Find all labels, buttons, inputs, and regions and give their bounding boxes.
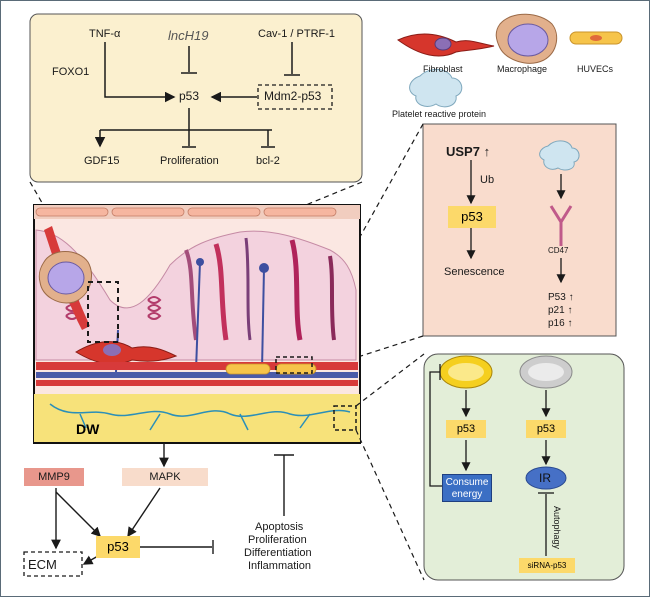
dw-label: DW [76, 421, 100, 437]
consume-energy-box: Consume energy [442, 474, 492, 502]
consume-energy-label: Consume energy [445, 477, 489, 500]
green-p53-left-box: p53 [446, 420, 486, 438]
green-pathway-panel [423, 353, 625, 581]
usp7-label: USP7 ↑ [446, 144, 491, 159]
proliferation-label: Proliferation [160, 155, 219, 167]
cd47-receptor-icon [549, 205, 573, 246]
sirna-p53-label: siRNA-p53 [527, 561, 567, 570]
bottom-p53-box: p53 [96, 536, 140, 558]
sirna-p53-box: siRNA-p53 [519, 558, 575, 573]
senescent-cell-icon [519, 355, 573, 389]
p53-up-label: P53 ↑ [548, 292, 574, 303]
green-p53-right-box: p53 [526, 420, 566, 438]
bottom-proliferation-label: Proliferation [248, 534, 307, 546]
ir-node [525, 466, 567, 490]
apoptosis-label: Apoptosis [255, 521, 304, 533]
top-pathway-panel [29, 13, 363, 183]
foxo1-label: FOXO1 [52, 66, 90, 78]
fibroblast-legend-label: Fibroblast [423, 64, 463, 74]
huvecs-legend-label: HUVECs [577, 64, 614, 74]
macrophage-legend-label: Macrophage [497, 64, 548, 74]
mapk-label: MAPK [149, 471, 181, 483]
right-p53-label: p53 [461, 209, 483, 224]
active-cell-icon [439, 355, 493, 389]
p21-up-label: p21 ↑ [548, 305, 573, 316]
ecm-label: ECM [28, 557, 57, 572]
bcl2-label: bcl-2 [256, 155, 280, 167]
platelet-small-icon [539, 140, 580, 171]
cd47-label: CD47 [548, 246, 569, 255]
cav1-ptrf1-label: Cav-1 / PTRF-1 [258, 28, 336, 40]
tnf-alpha-label: TNF-α [89, 28, 121, 40]
gdf15-label: GDF15 [84, 155, 120, 167]
lnch19-label: lncH19 [168, 28, 209, 43]
mdm2-dashed-box [257, 84, 333, 110]
top-p53-label: p53 [179, 89, 200, 103]
green-p53-left-label: p53 [456, 423, 476, 435]
macrophage-icon [495, 13, 558, 64]
platelet-legend-label: Platelet reactive protein [392, 109, 487, 119]
mdm2-p53-label: Mdm2-p53 [264, 89, 322, 103]
inflammation-label: Inflammation [248, 560, 311, 572]
right-p53-box: p53 [448, 206, 496, 228]
right-pathway-panel [422, 123, 617, 337]
mapk-box: MAPK [122, 468, 208, 486]
green-p53-right-label: p53 [536, 423, 556, 435]
fibroblast-icon [397, 33, 495, 57]
mmp9-label: MMP9 [38, 471, 70, 483]
skin-tissue-illustration [33, 204, 361, 444]
ir-label: IR [539, 471, 551, 485]
ub-label: Ub [480, 174, 495, 186]
mmp9-box: MMP9 [24, 468, 84, 486]
autophagy-label: Autophagy [552, 506, 562, 550]
zoom-box-huvec [275, 356, 313, 374]
huvec-icon [569, 31, 623, 45]
differentiation-label: Differentiation [244, 547, 312, 559]
zoom-box-dermis [333, 405, 357, 431]
tnf-arrow [104, 42, 176, 103]
ecm-dashed-box [23, 551, 83, 577]
platelet-reactive-protein-icon [409, 69, 463, 108]
p16-up-label: p16 ↑ [548, 318, 573, 329]
senescence-label: Senescence [444, 266, 505, 278]
bottom-p53-label: p53 [107, 539, 129, 554]
